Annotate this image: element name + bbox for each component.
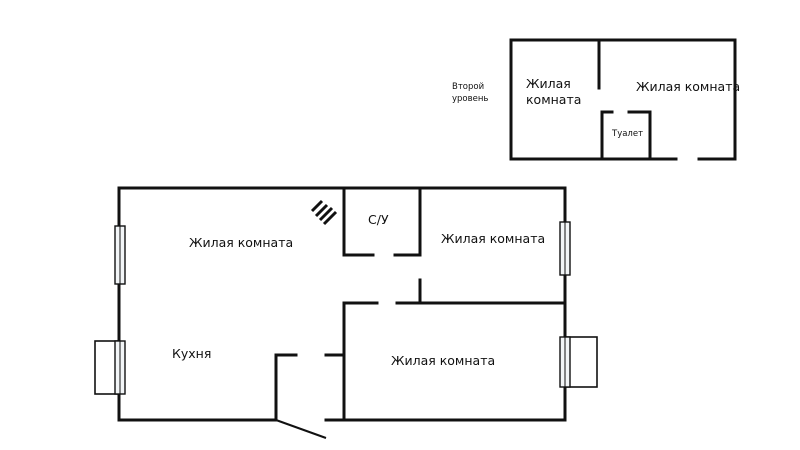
window-right-upper	[559, 221, 571, 276]
bathroom-label: С/У	[368, 212, 389, 227]
living-room-upper-right-label: Жилая комната	[441, 231, 545, 246]
window-right-lower	[559, 336, 598, 388]
window-left-upper	[114, 225, 126, 285]
second-level-living-room-left-line2: комната	[526, 92, 581, 107]
window-left-lower	[94, 340, 126, 395]
second-level-plan: Второй уровень Жилая комната Жилая комна…	[452, 38, 740, 161]
second-level-caption-line1: Второй	[452, 82, 484, 92]
second-level-caption-line2: уровень	[452, 94, 488, 104]
kitchen-label: Кухня	[172, 346, 211, 361]
second-level-walls	[509, 38, 737, 161]
second-level-toilet-label: Туалет	[611, 129, 643, 139]
second-level-living-room-left-line1: Жилая	[526, 76, 571, 91]
first-level-plan: Жилая комната С/У Жилая комната Кухня Жи…	[94, 186, 598, 439]
living-room-lower-right-label: Жилая комната	[391, 353, 495, 368]
living-room-main-label: Жилая комната	[189, 235, 293, 250]
staircase-symbol	[310, 199, 338, 226]
entrance-door-leaf	[275, 419, 327, 439]
first-level-walls	[117, 186, 567, 422]
second-level-living-room-right: Жилая комната	[636, 79, 740, 94]
